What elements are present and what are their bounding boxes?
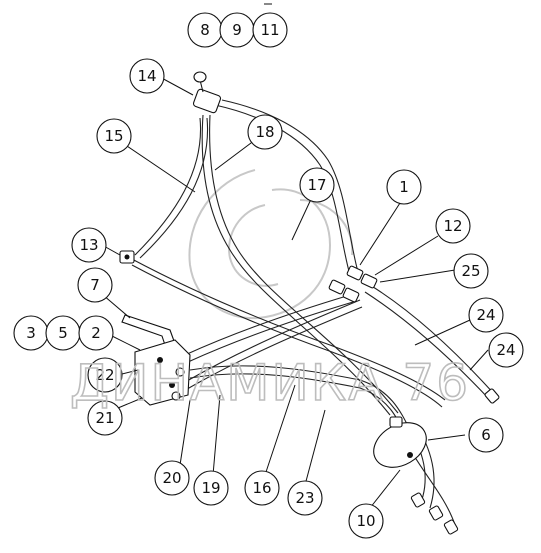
callout-3: 3: [13, 315, 49, 351]
hose-lines: [129, 99, 496, 526]
svg-text:21: 21: [95, 409, 114, 427]
callout-22: 22: [87, 357, 123, 393]
callout-21: 21: [87, 400, 123, 436]
svg-text:3: 3: [26, 324, 36, 342]
callout-2: 2: [78, 315, 114, 351]
callout-19: 19: [193, 470, 229, 506]
svg-text:22: 22: [95, 366, 114, 384]
svg-text:24: 24: [496, 341, 515, 359]
callout-16: 16: [244, 470, 280, 506]
svg-text:8: 8: [200, 21, 210, 39]
callout-24a: 24: [468, 297, 504, 333]
callout-8: 8: [187, 12, 223, 48]
svg-text:2: 2: [91, 324, 101, 342]
callout-14: 14: [129, 58, 165, 94]
svg-text:20: 20: [162, 469, 181, 487]
svg-text:23: 23: [295, 489, 314, 507]
leader-lines: [101, 75, 489, 509]
callout-10: 10: [348, 503, 384, 539]
svg-text:11: 11: [260, 21, 279, 39]
callout-13: 13: [71, 227, 107, 263]
svg-text:16: 16: [252, 479, 271, 497]
callout-1: 1: [386, 169, 422, 205]
end-fittings-10: [410, 492, 459, 535]
callout-9: 9: [219, 12, 255, 48]
svg-text:13: 13: [79, 236, 98, 254]
tank-6: [373, 416, 427, 468]
svg-text:1: 1: [399, 178, 409, 196]
callout-11: 11: [252, 12, 288, 48]
svg-text:18: 18: [255, 123, 274, 141]
svg-text:7: 7: [90, 276, 100, 294]
svg-text:15: 15: [104, 127, 123, 145]
watermark-text: ДИНАМИКА 76: [70, 354, 470, 412]
svg-text:25: 25: [461, 262, 480, 280]
svg-text:19: 19: [201, 479, 220, 497]
callout-23: 23: [287, 480, 323, 516]
fitting-cluster-right: [328, 265, 378, 303]
callout-17: 17: [299, 167, 335, 203]
callout-7: 7: [77, 267, 113, 303]
callout-25: 25: [453, 253, 489, 289]
control-valve-14: [192, 71, 222, 114]
svg-text:10: 10: [356, 512, 375, 530]
callouts: 8 9 11 14 15 18 17 1: [13, 12, 524, 539]
svg-text:12: 12: [443, 217, 462, 235]
svg-text:14: 14: [137, 67, 156, 85]
parts: [119, 71, 500, 535]
svg-text:17: 17: [307, 176, 326, 194]
fitting-13: [119, 250, 135, 264]
callout-12: 12: [435, 208, 471, 244]
valve-block: [134, 339, 191, 406]
svg-text:9: 9: [232, 21, 242, 39]
callout-24b: 24: [488, 332, 524, 368]
callout-20: 20: [154, 460, 190, 496]
svg-text:5: 5: [58, 324, 68, 342]
end-fitting-24: [484, 388, 500, 404]
svg-text:6: 6: [481, 426, 491, 444]
callout-5: 5: [45, 315, 81, 351]
callout-18: 18: [247, 114, 283, 150]
callout-15: 15: [96, 118, 132, 154]
svg-text:24: 24: [476, 306, 495, 324]
callout-6: 6: [468, 417, 504, 453]
